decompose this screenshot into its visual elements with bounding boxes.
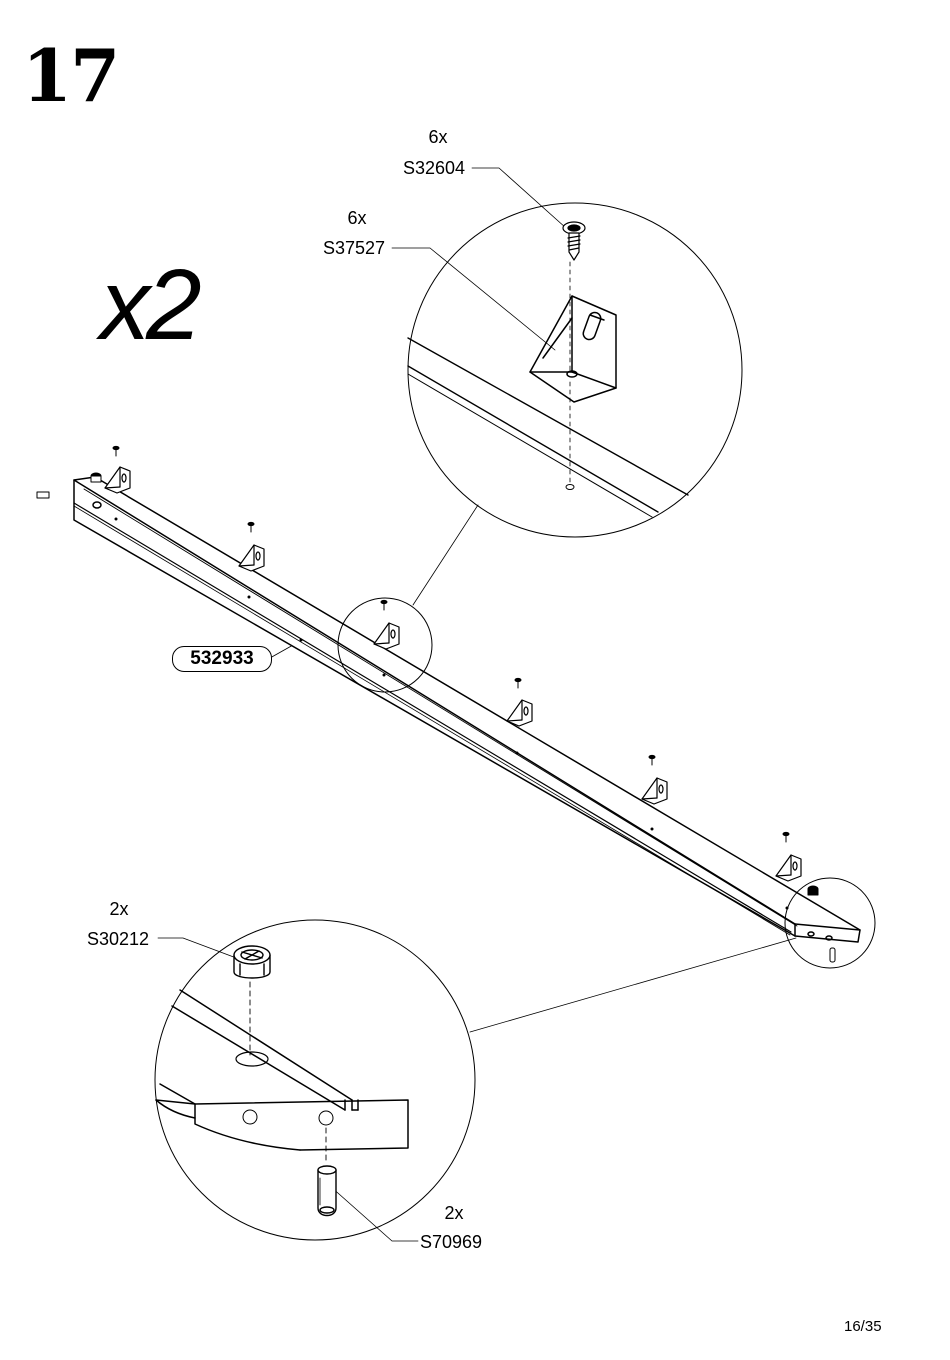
page-number: 16/35 <box>844 1318 882 1335</box>
corner-bracket-small <box>374 623 399 649</box>
cam-lock-small <box>91 473 818 895</box>
part-qty-s32604: 6x <box>418 128 458 146</box>
screw-small <box>113 446 789 842</box>
dowel-small <box>830 948 835 962</box>
leader-line-s70969 <box>330 1186 418 1241</box>
dowel-end-marker <box>37 492 49 498</box>
panel-part-number: 532933 <box>172 646 272 672</box>
part-code-s70969: S70969 <box>420 1233 482 1251</box>
cam-lock-large <box>234 946 270 978</box>
corner-bracket-small <box>105 467 130 493</box>
leader-line-s32604 <box>472 168 566 228</box>
zoom-circle-rail-end <box>155 920 475 1240</box>
zoom-connector-lower <box>470 938 796 1032</box>
corner-bracket-small <box>507 700 532 726</box>
corner-bracket-small <box>239 545 264 571</box>
part-qty-s30212: 2x <box>99 900 139 918</box>
part-code-s32604: S32604 <box>403 159 465 177</box>
corner-bracket-small <box>642 778 667 804</box>
corner-bracket-large <box>530 296 616 402</box>
part-qty-s37527: 6x <box>337 209 377 227</box>
corner-bracket-small <box>776 855 801 881</box>
part-qty-s70969: 2x <box>434 1204 474 1222</box>
part-code-s30212: S30212 <box>87 930 149 948</box>
wooden-dowel-large <box>318 1166 336 1216</box>
zoom-connector-upper <box>413 505 478 605</box>
leader-line-s37527 <box>392 248 555 350</box>
screw-large <box>563 222 585 260</box>
rail-panel <box>74 477 860 942</box>
part-code-s37527: S37527 <box>323 239 385 257</box>
